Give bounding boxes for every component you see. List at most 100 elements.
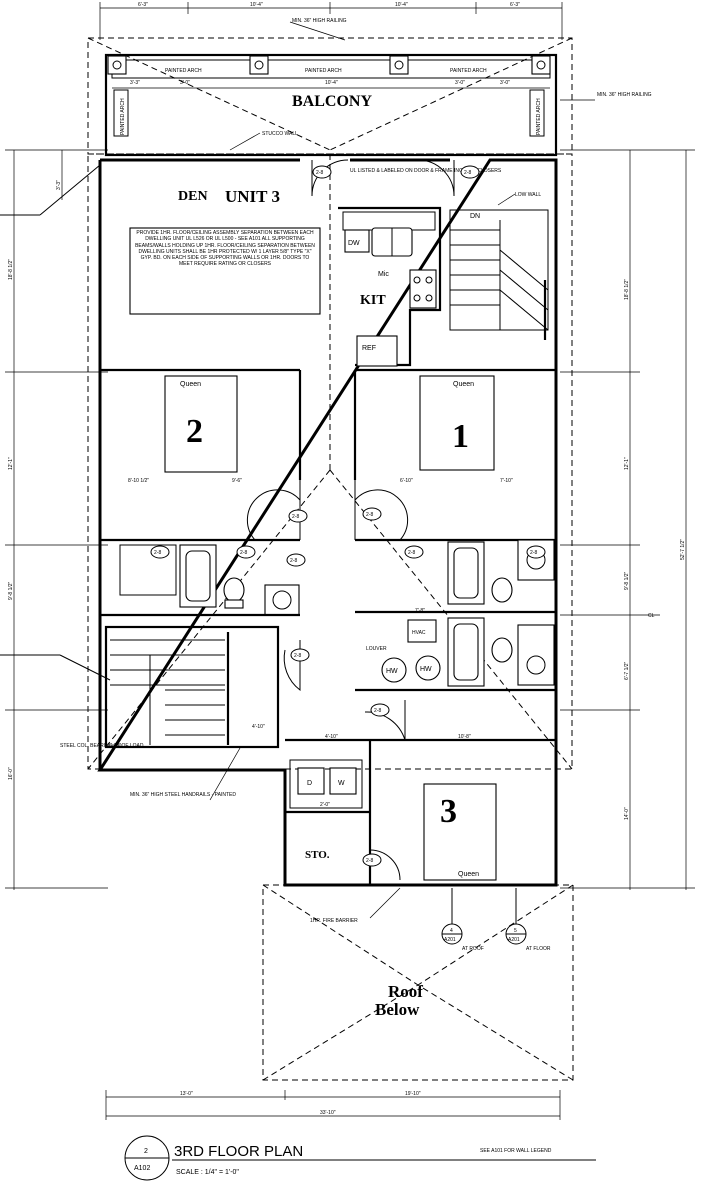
fire-separation-note: PROVIDE 1HR. FLOOR/CEILING ASSEMBLY SEPA… xyxy=(135,230,315,268)
bedroom-3-area: D W STO. 3 Queen 4'-10" 10'-8" 7'-8" 2'-… xyxy=(252,608,497,881)
dim-top-4: 6'-3" xyxy=(510,2,520,8)
dn-label: DN xyxy=(470,213,480,220)
wall-legend-note: SEE A101 FOR WALL LEGEND xyxy=(480,1148,552,1154)
door-tag: 2-8 xyxy=(288,509,308,523)
handrails-note: MIN. 36" HIGH STEEL HANDRAILS - PAINTED xyxy=(130,792,236,798)
door-tag: 2-8 xyxy=(362,853,382,867)
svg-text:2-8: 2-8 xyxy=(374,708,381,714)
dim-left-1: 3'-3" xyxy=(56,180,62,190)
dim-int-9: 4'-10" xyxy=(252,724,265,730)
svg-text:2-8: 2-8 xyxy=(290,558,297,564)
toilet-left xyxy=(223,577,245,603)
post xyxy=(389,55,409,75)
steel-col-note: STEEL COL. BEARING ROOF LOAD xyxy=(60,743,144,749)
queen-label-1: Queen xyxy=(453,381,474,388)
dim-left-4: 9'-8 1/2" xyxy=(8,581,14,600)
roof-below-label-1: Roof xyxy=(388,982,423,1001)
dim-right-3: 9'-8 1/2" xyxy=(624,571,630,590)
hw-label-1: HW xyxy=(386,668,398,675)
bottom-dimensions: 13'-0" 19'-10" 33'-10" xyxy=(105,1090,561,1120)
dim-right-1: 18'-8 1/2" xyxy=(624,279,630,300)
range xyxy=(409,269,437,309)
queen-bed-3 xyxy=(423,783,497,881)
dim-right-4: 6'-7 1/2" xyxy=(624,661,630,680)
section-tag-5: 5 A201 AT FLOOR xyxy=(505,888,551,952)
dim-right-2: 12'-1" xyxy=(624,457,630,470)
cl-marker: CL xyxy=(648,613,655,619)
washer-label: W xyxy=(338,780,345,787)
balcony: PAINTED ARCH PAINTED ARCH PAINTED ARCH 3… xyxy=(87,37,652,157)
dim-int-6: 10'-8" xyxy=(458,734,471,740)
svg-text:2-8: 2-8 xyxy=(366,858,373,864)
dim-int-7: 7'-8" xyxy=(415,608,425,614)
dim-balcony-1: 3'-3" xyxy=(130,80,140,86)
section-5-sheet: A201 xyxy=(508,937,520,943)
section-4-sheet: A201 xyxy=(444,937,456,943)
bedroom-3-label: 3 xyxy=(440,793,457,830)
ul-note: UL LISTED & LABELED ON DOOR & FRAME INCL… xyxy=(350,168,502,174)
page-title: 3RD FLOOR PLAN xyxy=(174,1143,303,1160)
bedroom-1-label: 1 xyxy=(452,418,469,455)
bathrooms: HVAC HW HW LOUVER xyxy=(100,539,556,692)
left-dimensions: 18'-8 1/2" 12'-1" 9'-8 1/2" 16'-0" 3'-3" xyxy=(0,149,111,890)
queen-bed-1 xyxy=(419,375,495,471)
dryer xyxy=(297,767,325,795)
painted-arch-2: PAINTED ARCH xyxy=(305,68,342,74)
sink-left xyxy=(264,584,300,616)
dim-int-8: 2'-0" xyxy=(320,802,330,808)
section-4-number: 4 xyxy=(450,928,453,934)
door-tag: 2-8 xyxy=(236,545,256,559)
roof-below-label-2: Below xyxy=(375,1000,420,1019)
section-tag-4: 4 A201 AT ROOF xyxy=(441,888,484,952)
painted-arch-side-1: PAINTED ARCH xyxy=(120,98,126,135)
bedrooms-1-2: 2 Queen Queen 1 8'-10 1/2" 9'-6" 6'-10" … xyxy=(100,375,556,542)
dim-left-3: 12'-1" xyxy=(8,457,14,470)
post xyxy=(107,55,127,75)
dim-left-2: 18'-8 1/2" xyxy=(8,259,14,280)
dim-left-5: 16'-0" xyxy=(8,767,14,780)
door-tag: 2-8 xyxy=(286,553,306,567)
svg-text:2-8: 2-8 xyxy=(292,514,299,520)
dim-int-3: 6'-10" xyxy=(400,478,413,484)
mic-label: Mic xyxy=(378,271,389,278)
sink-right-2 xyxy=(517,624,555,686)
balcony-label: BALCONY xyxy=(292,93,372,110)
painted-arch-1: PAINTED ARCH xyxy=(165,68,202,74)
door-tag: 2-8 xyxy=(150,545,170,559)
svg-text:2-8: 2-8 xyxy=(154,550,161,556)
svg-text:2-8: 2-8 xyxy=(464,170,471,176)
ref-label: REF xyxy=(362,345,376,352)
svg-text:2-8: 2-8 xyxy=(240,550,247,556)
water-heater-2 xyxy=(415,655,441,681)
section-4-note: AT ROOF xyxy=(462,946,484,952)
dim-top-2: 10'-4" xyxy=(250,2,263,8)
dim-bottom-2: 19'-10" xyxy=(405,1091,421,1097)
refrigerator xyxy=(356,335,398,367)
dim-right-5: 14'-0" xyxy=(624,807,630,820)
door-tag: 2-8 xyxy=(362,507,382,521)
post xyxy=(249,55,269,75)
painted-arch-side-2: PAINTED ARCH xyxy=(536,98,542,135)
painted-arch-3: PAINTED ARCH xyxy=(450,68,487,74)
title-sheet: A102 xyxy=(134,1165,150,1172)
lower-stair: STEEL COL. BEARING ROOF LOAD MIN. 36" HI… xyxy=(60,625,280,801)
top-dimensions: 6'-3" 10'-4" 10'-4" 6'-3" MIN. 36" HIGH … xyxy=(99,2,563,41)
railing-note: MIN. 36" HIGH RAILING xyxy=(292,18,347,24)
dim-int-1: 8'-10 1/2" xyxy=(128,478,149,484)
hvac-unit xyxy=(407,619,437,643)
roof-below: Roof Below 1HR. FIRE BARRIER xyxy=(262,884,574,1081)
low-wall-note: LOW WALL xyxy=(515,192,541,198)
dryer-label: D xyxy=(307,780,312,787)
door-tag: 2-8 xyxy=(460,165,480,179)
dim-right-overall: 52'-7 1/2" xyxy=(680,539,686,560)
door-tag: 2-8 xyxy=(404,545,424,559)
title-block: 2 A102 3RD FLOOR PLAN SCALE : 1/4" = 1'-… xyxy=(124,1135,596,1181)
fire-barrier-note: 1HR. FIRE BARRIER xyxy=(310,918,358,924)
scale-label: SCALE : 1/4" = 1'-0" xyxy=(176,1169,239,1176)
den-label: DEN xyxy=(178,189,208,204)
door-tags: 2-8 2-8 2-8 2-8 2-8 2-8 2-8 2-8 2-8 2-8 … xyxy=(150,165,546,867)
toilet-right-2 xyxy=(491,637,513,663)
queen-bed-2 xyxy=(164,375,238,473)
right-dimensions: 52'-7 1/2" 18'-8 1/2" 12'-1" 9'-8 1/2" 6… xyxy=(560,149,695,890)
